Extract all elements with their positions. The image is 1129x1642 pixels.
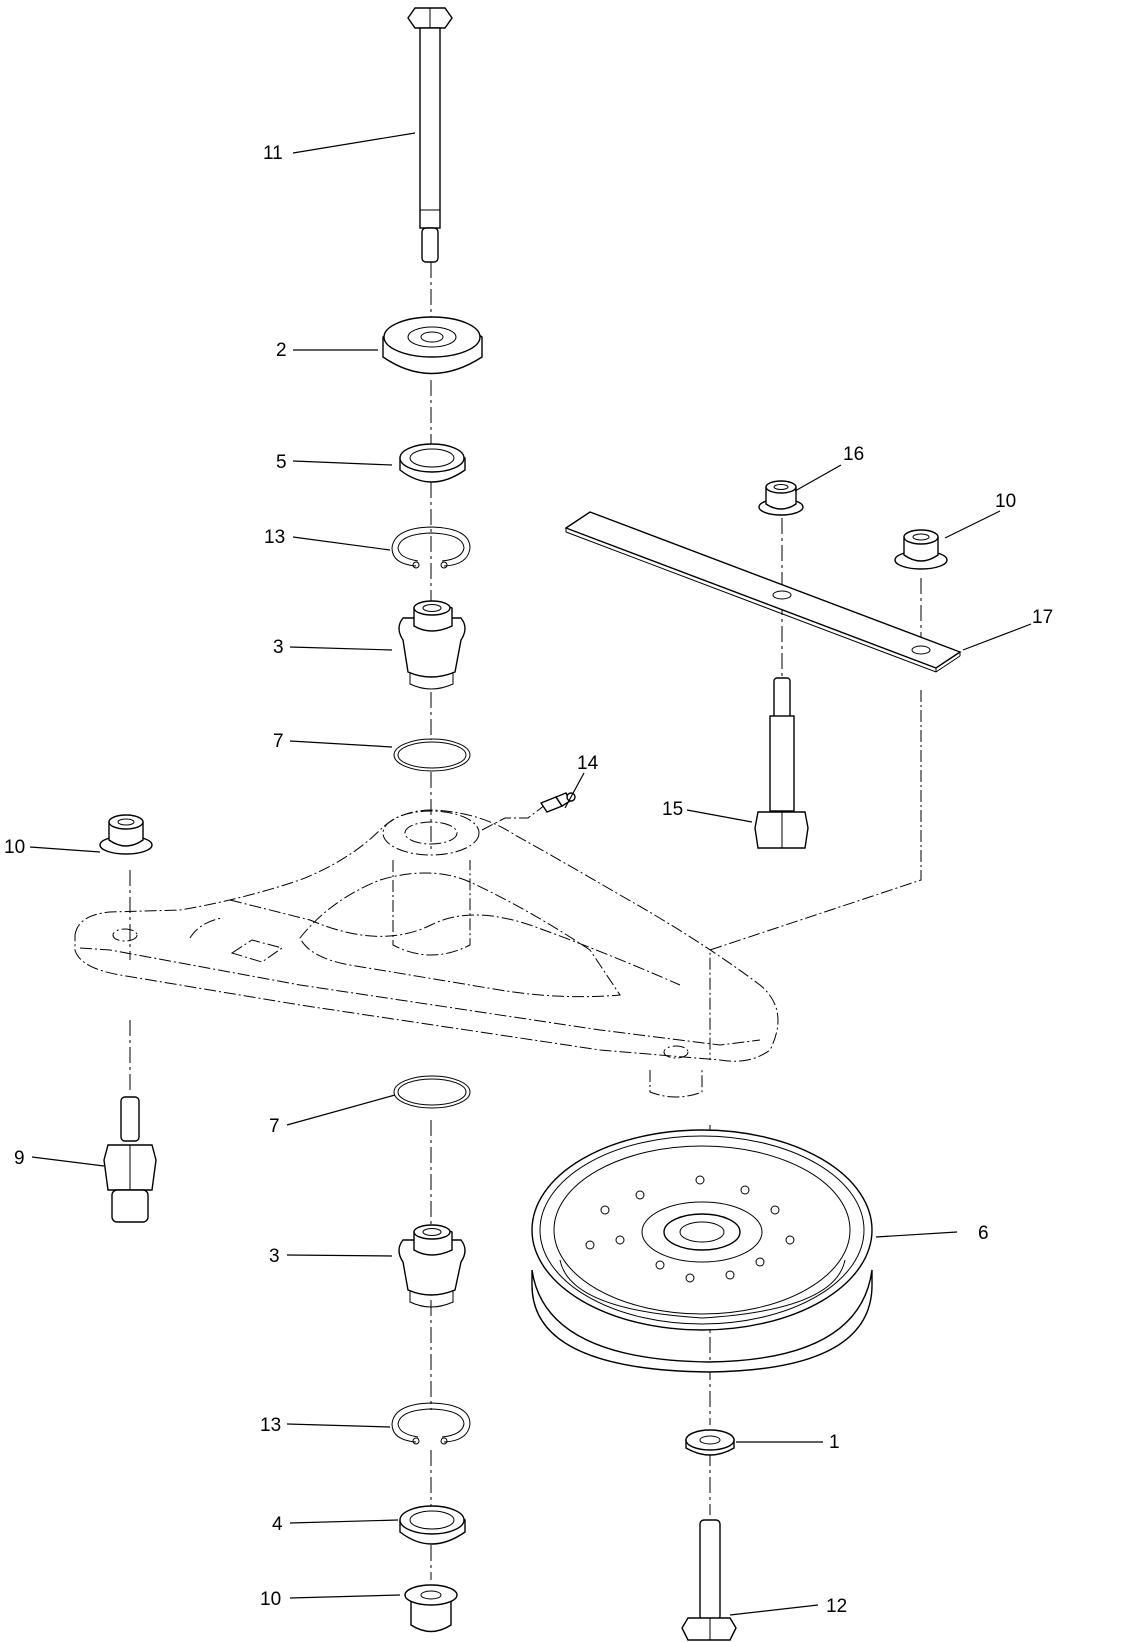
grease-fitting-14: [539, 792, 576, 813]
bearing-3-lower: [398, 1224, 466, 1308]
callout-12: 12: [826, 1596, 847, 1617]
seal-cap-2: [382, 316, 483, 375]
bearing-seal-4: [399, 1505, 466, 1545]
leader-12: [729, 1604, 819, 1616]
o-ring-7-lower: [393, 1075, 471, 1109]
callout-7-top: 7: [273, 731, 284, 752]
callout-13-lower: 13: [260, 1415, 281, 1436]
flange-nut-10-right: [894, 529, 948, 570]
callout-6: 6: [978, 1223, 989, 1244]
right-offset-axis: [709, 690, 922, 1060]
leader-4: [289, 1519, 399, 1524]
leader-7-lower: [286, 1094, 396, 1126]
bolt-11: [407, 7, 453, 263]
callout-4: 4: [272, 1514, 283, 1535]
callout-15: 15: [662, 799, 683, 820]
bolt-12: [681, 1519, 737, 1641]
bearing-3-top: [398, 600, 466, 690]
leader-3-lower: [286, 1254, 393, 1257]
callout-1: 1: [829, 1432, 840, 1453]
callout-10-left: 10: [4, 837, 25, 858]
leader-16: [794, 464, 842, 492]
callout-17: 17: [1032, 607, 1053, 628]
leader-17: [962, 623, 1032, 651]
bearing-seal-5: [399, 443, 466, 483]
stud-9: [103, 1096, 157, 1223]
leader-6: [875, 1231, 958, 1238]
leader-13-lower: [286, 1423, 391, 1428]
snap-ring-13-top: [391, 526, 471, 569]
idler-arm-phantom: [74, 804, 779, 1098]
callout-14: 14: [577, 753, 599, 774]
callout-10-right: 10: [995, 491, 1016, 512]
strap-17: [564, 511, 962, 673]
callout-11: 11: [263, 143, 283, 164]
snap-ring-13-lower: [391, 1402, 471, 1445]
flange-nut-10-left: [99, 814, 153, 855]
leader-10-right: [944, 510, 1001, 539]
leader-7-top: [289, 740, 393, 748]
washer-1: [685, 1429, 735, 1456]
leader-14: [564, 772, 585, 809]
shoulder-bolt-15: [754, 677, 809, 849]
leader-5: [292, 460, 393, 466]
callout-13-top: 13: [264, 527, 285, 548]
leader-13-top: [292, 536, 391, 551]
flange-nut-10-bottom: [404, 1584, 458, 1633]
callout-10-bottom: 10: [260, 1589, 281, 1610]
leader-11: [292, 132, 416, 154]
leader-9: [31, 1156, 105, 1167]
callout-2: 2: [276, 340, 287, 361]
callout-3-lower: 3: [269, 1246, 280, 1267]
callout-7-lower: 7: [269, 1116, 280, 1137]
o-ring-7-top: [393, 738, 471, 772]
callout-9: 9: [14, 1148, 25, 1169]
leader-10-bottom: [289, 1594, 401, 1599]
callout-5: 5: [276, 452, 287, 473]
idler-pulley-6: [531, 1129, 873, 1373]
leader-3-top: [289, 646, 393, 651]
leader-10-left: [29, 846, 101, 853]
leader-15: [686, 809, 753, 823]
callout-3-top: 3: [273, 637, 284, 658]
flange-nut-16: [758, 480, 804, 516]
callout-16: 16: [843, 444, 864, 465]
